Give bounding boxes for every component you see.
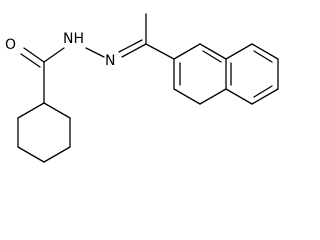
imine-nitrogen-label: N — [105, 53, 115, 69]
naphthalene-ring — [173, 43, 279, 105]
double-bond — [118, 39, 143, 53]
oxygen-atom-label: O — [5, 37, 16, 53]
bond — [17, 102, 45, 119]
double-bond — [20, 53, 41, 68]
double-bond — [121, 43, 147, 58]
aromatic-bond — [253, 85, 273, 98]
bond — [225, 43, 253, 60]
bond — [85, 47, 105, 58]
bond — [17, 146, 45, 163]
bond — [173, 88, 201, 105]
bond — [173, 43, 201, 60]
amide-group — [20, 47, 65, 104]
hydrazone-linkage — [85, 13, 175, 60]
cyclohexane-ring — [17, 102, 71, 163]
bond — [251, 43, 279, 60]
bond — [43, 102, 71, 119]
bond — [199, 43, 227, 60]
double-bond — [23, 47, 45, 63]
bond — [225, 88, 253, 105]
aromatic-bond — [202, 50, 222, 63]
bond — [43, 47, 65, 63]
bond — [199, 88, 227, 105]
amide-nitrogen-label: NH — [63, 31, 84, 47]
aromatic-bond — [253, 50, 273, 63]
bond — [251, 88, 279, 105]
bond — [145, 43, 175, 60]
molecule-structure: O NH N — [5, 13, 279, 163]
bond — [43, 146, 71, 163]
